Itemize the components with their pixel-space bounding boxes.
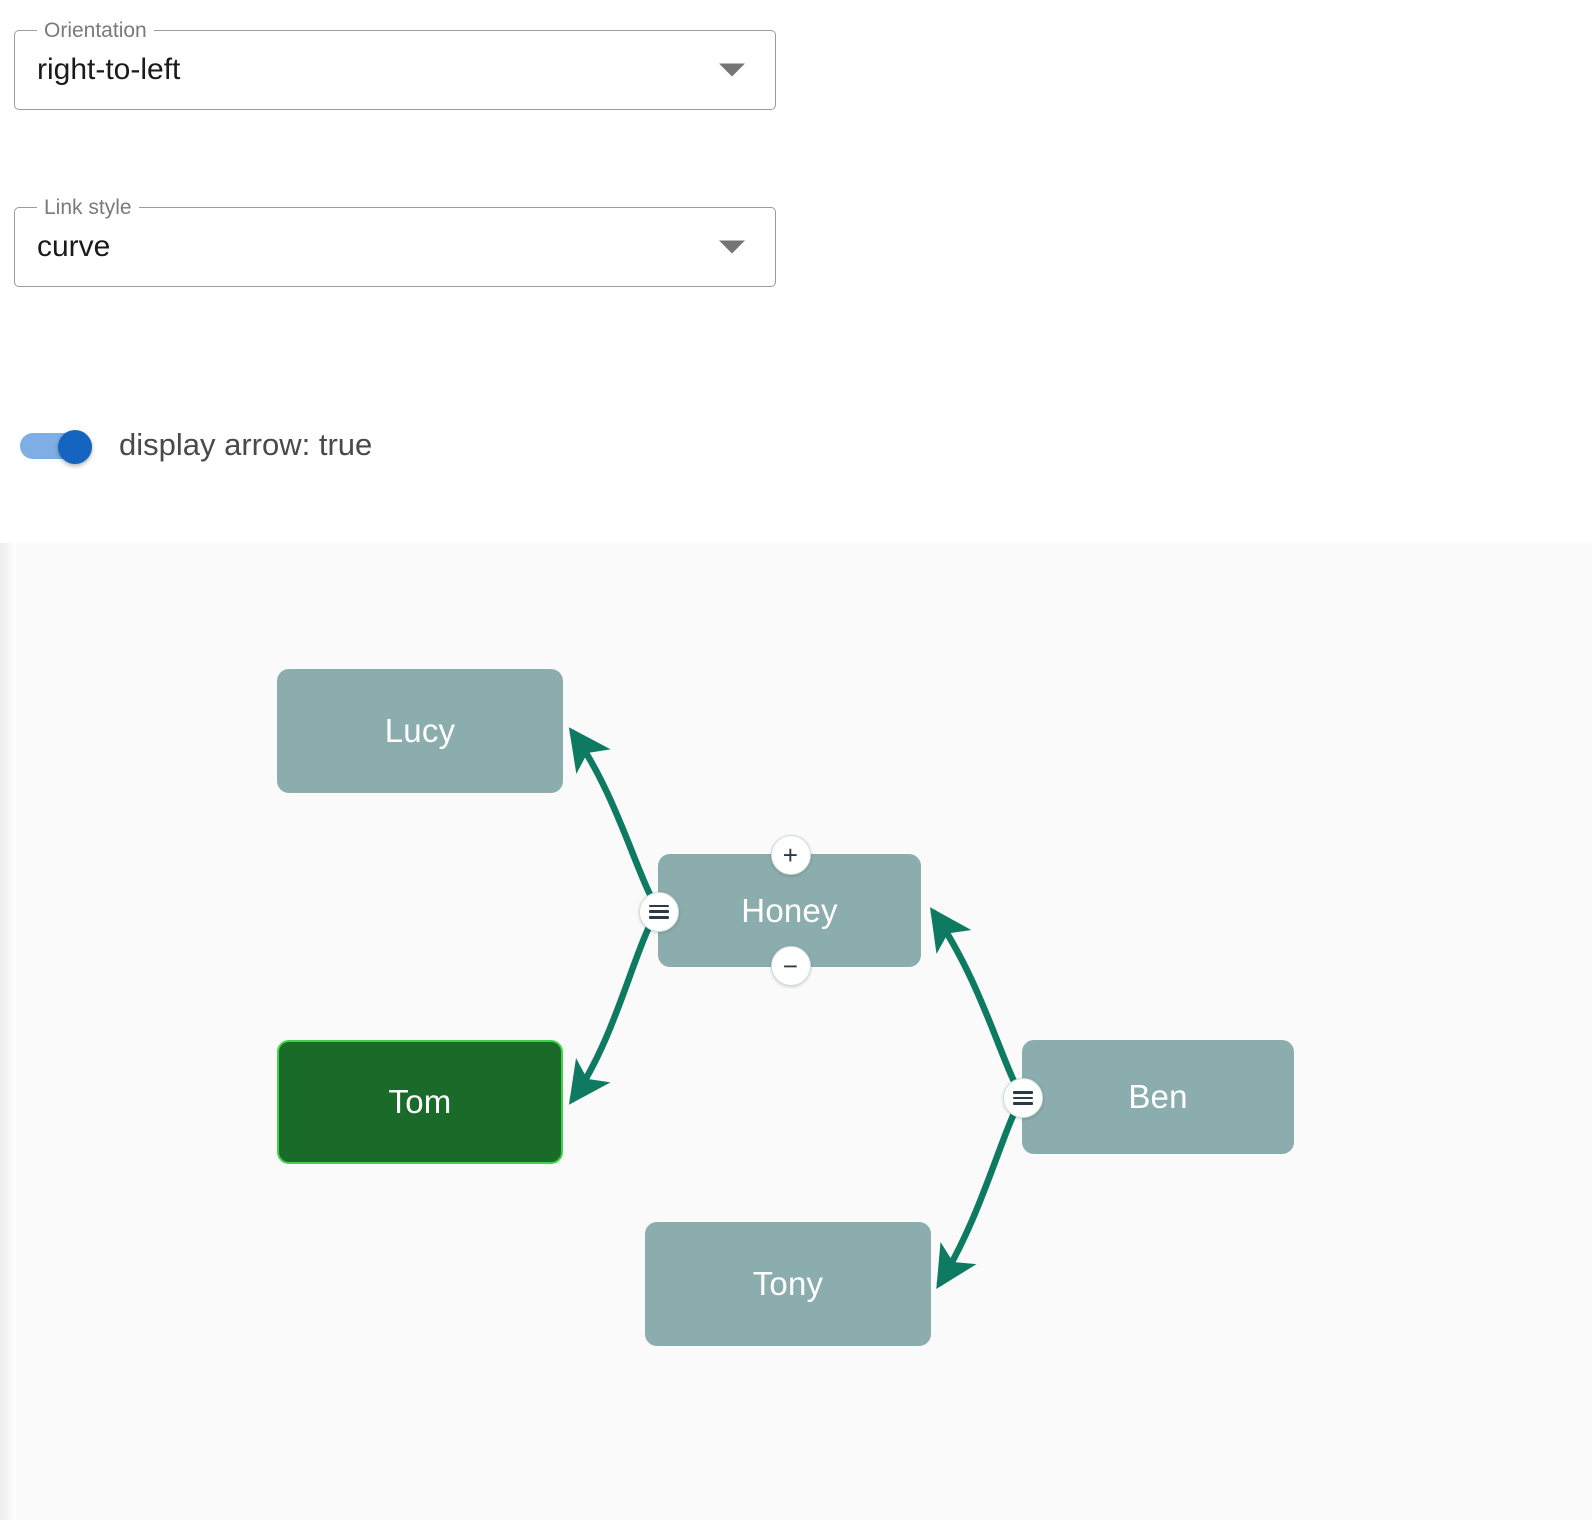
chevron-down-icon[interactable] [719,63,745,77]
node-label: Tom [388,1083,452,1120]
link-ben-honey [930,907,1026,1101]
node-tom[interactable]: Tom [277,1040,563,1164]
display-arrow-label: display arrow: true [119,427,373,462]
node-label: Honey [741,891,838,929]
display-arrow-toggle-row[interactable]: display arrow: true [20,420,372,470]
controls-panel: Orientation right-to-left Link style cur… [0,0,1592,543]
minus-icon[interactable]: − [770,946,811,986]
drag-handle-icon[interactable] [639,891,679,932]
node-ben[interactable]: Ben [1003,1040,1294,1154]
node-label: Tony [752,1265,824,1302]
node-tony[interactable]: Tony [645,1222,931,1346]
link-honey-tom [568,906,662,1105]
orientation-value: right-to-left [37,53,181,86]
link-layer [568,727,1026,1289]
node-honey[interactable]: Honey + − [639,835,921,986]
link-ben-tony [936,1093,1026,1289]
link-style-value: curve [37,230,111,263]
drag-handle-icon[interactable] [1003,1078,1043,1118]
toggle-thumb [58,430,92,464]
chevron-down-icon[interactable] [719,240,745,254]
diagram-canvas[interactable]: Lucy Honey + − Tom Ben Tony [16,543,1592,1520]
orientation-select[interactable]: Orientation right-to-left [14,19,776,110]
orientation-label: Orientation [37,19,154,43]
link-style-label: Link style [37,196,139,220]
link-honey-lucy [568,727,662,914]
node-label: Lucy [384,712,456,749]
plus-icon[interactable]: + [770,835,811,875]
node-label: Ben [1128,1078,1188,1115]
display-arrow-toggle[interactable] [20,430,92,464]
node-lucy[interactable]: Lucy [277,669,563,793]
link-style-select[interactable]: Link style curve [14,196,776,287]
